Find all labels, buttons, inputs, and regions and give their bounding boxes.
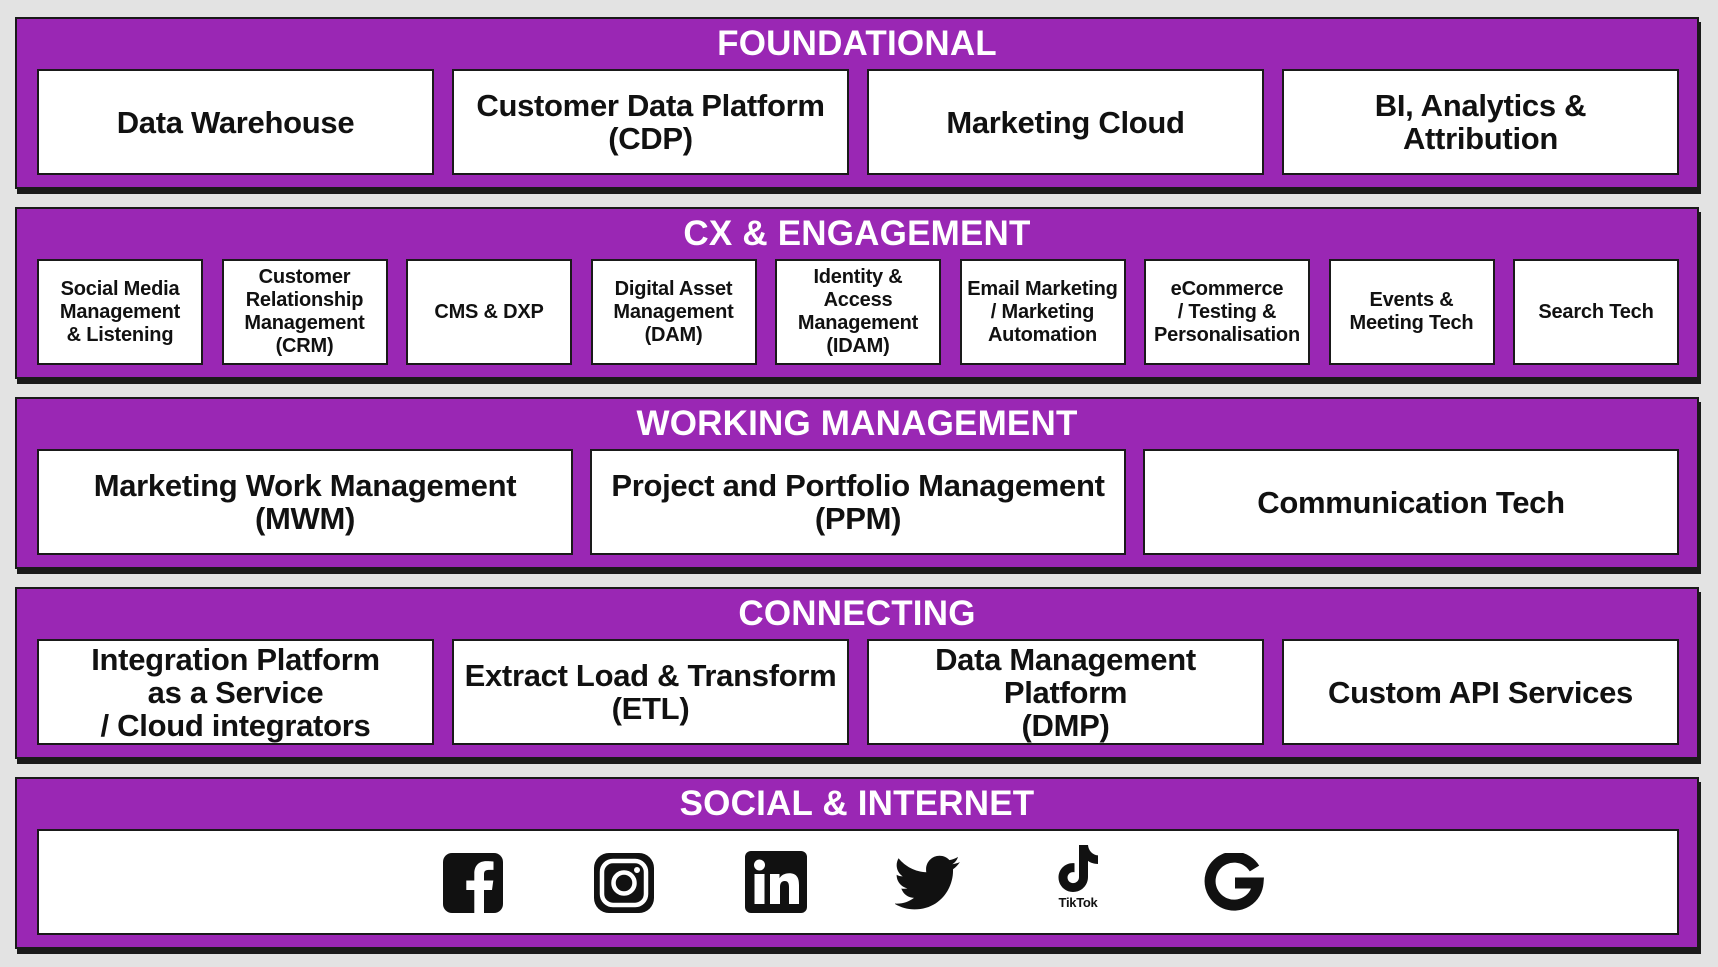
box-dam: Digital Asset Management (DAM) <box>590 259 757 365</box>
box-mwm: Marketing Work Management (MWM) <box>37 449 573 555</box>
box-ppm: Project and Portfolio Management (PPM) <box>590 449 1126 555</box>
instagram-icon <box>594 853 654 913</box>
box-cdp: Customer Data Platform (CDP) <box>452 69 849 175</box>
band-social-internet: SOCIAL & INTERNET <box>15 777 1699 949</box>
band-title: FOUNDATIONAL <box>717 24 997 63</box>
box-custom-api: Custom API Services <box>1282 639 1679 745</box>
band-title: CX & ENGAGEMENT <box>683 214 1031 253</box>
box-dmp: Data Management Platform (DMP) <box>867 639 1264 745</box>
box-etl: Extract Load & Transform (ETL) <box>452 639 849 745</box>
box-crm: Customer Relationship Management (CRM) <box>221 259 388 365</box>
tiktok-label: TikTok <box>1058 895 1098 910</box>
social-icons-box: TikTok <box>37 829 1679 935</box>
box-social-media-management: Social Media Management & Listening <box>37 259 203 365</box>
box-bi-analytics: BI, Analytics & Attribution <box>1282 69 1679 175</box>
box-ecommerce: eCommerce / Testing & Personalisation <box>1144 259 1310 365</box>
linkedin-icon <box>745 851 807 913</box>
band-connecting: CONNECTING Integration Platform as a Ser… <box>15 587 1699 759</box>
box-communication-tech: Communication Tech <box>1143 449 1679 555</box>
box-marketing-cloud: Marketing Cloud <box>867 69 1264 175</box>
band-title: SOCIAL & INTERNET <box>679 784 1035 823</box>
box-email-marketing: Email Marketing / Marketing Automation <box>959 259 1126 365</box>
box-idam: Identity & Access Management (IDAM) <box>775 259 941 365</box>
box-data-warehouse: Data Warehouse <box>37 69 434 175</box>
band-title: WORKING MANAGEMENT <box>636 404 1078 443</box>
band-foundational: FOUNDATIONAL Data Warehouse Customer Dat… <box>15 17 1699 189</box>
band-working-management: WORKING MANAGEMENT Marketing Work Manage… <box>15 397 1699 569</box>
box-search-tech: Search Tech <box>1513 259 1679 365</box>
google-icon <box>1204 853 1264 913</box>
box-ipaas: Integration Platform as a Service / Clou… <box>37 639 434 745</box>
box-cms-dxp: CMS & DXP <box>406 259 572 365</box>
band-title: CONNECTING <box>738 594 976 633</box>
tiktok-icon: TikTok <box>1045 843 1111 913</box>
twitter-icon <box>895 855 961 911</box>
facebook-icon <box>443 853 503 913</box>
band-cx-engagement: CX & ENGAGEMENT Social Media Management … <box>15 207 1699 379</box>
box-events-meeting: Events & Meeting Tech <box>1328 259 1495 365</box>
